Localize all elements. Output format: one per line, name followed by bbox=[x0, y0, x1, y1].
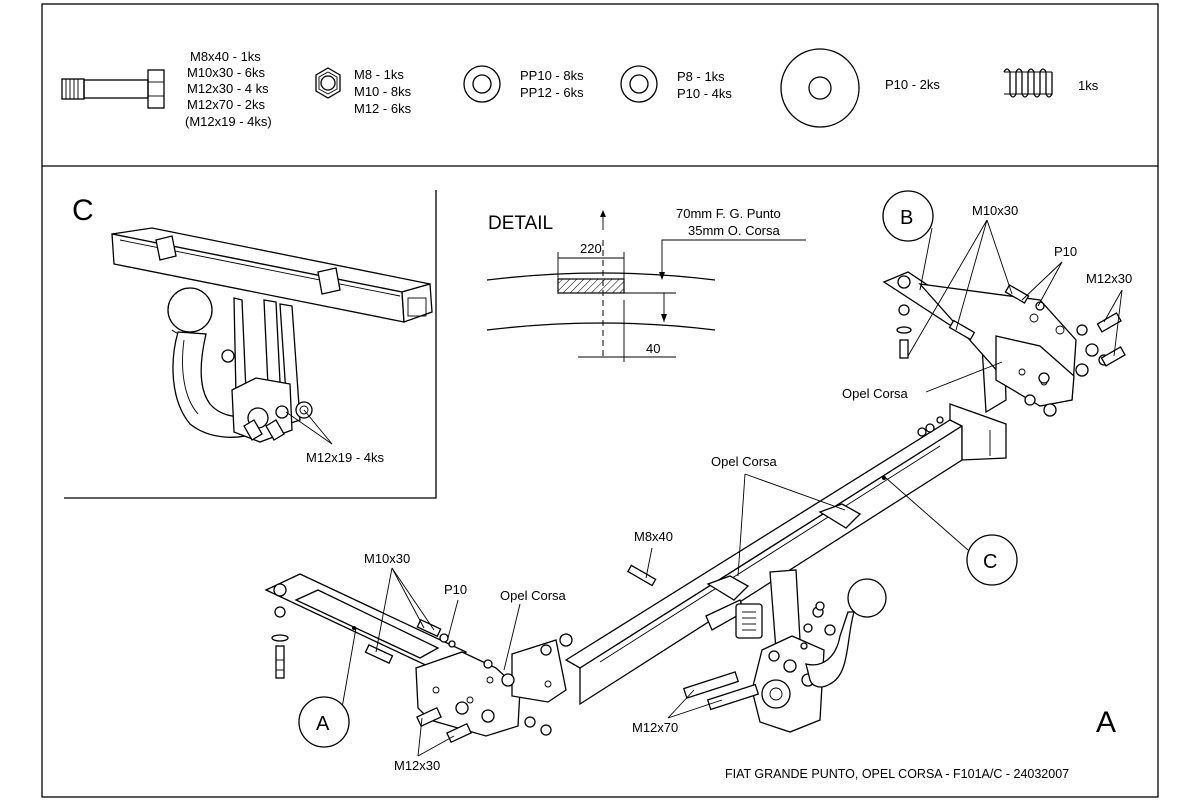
svg-text:M8x40 - 1ks: M8x40 - 1ks bbox=[190, 49, 261, 64]
pp-washer-list-item: PP12 - 6ks bbox=[520, 85, 584, 100]
section-detail: DETAIL 70mm F. G. Punto 35mm O. Corsa 22… bbox=[486, 206, 806, 362]
label-m10x30-a: M10x30 bbox=[364, 551, 410, 566]
m8x40-bolt bbox=[626, 564, 657, 587]
svg-text:M8 - 1ks: M8 - 1ks bbox=[354, 67, 404, 82]
spring-icon bbox=[1003, 68, 1053, 98]
parts-pp-washer: PP10 - 8ks PP12 - 6ks bbox=[463, 65, 584, 103]
label-m12x30-b: M12x30 bbox=[1086, 271, 1132, 286]
svg-text:P8 - 1ks: P8 - 1ks bbox=[677, 69, 725, 84]
bolt-list-item: (M12x19 - 4ks) bbox=[185, 114, 272, 129]
callout-a: A bbox=[298, 696, 350, 748]
svg-text:PP10 - 8ks: PP10 - 8ks bbox=[520, 68, 584, 83]
large-washer-label: P10 - 2ks bbox=[885, 77, 940, 92]
pp-washer-list-item: PP10 - 8ks bbox=[520, 68, 584, 83]
main-crossbar bbox=[564, 403, 1007, 706]
svg-text:M12 - 6ks: M12 - 6ks bbox=[354, 101, 412, 116]
bolt-icon bbox=[61, 69, 165, 109]
detail-c-letter: C bbox=[72, 194, 94, 227]
label-m12x30-a: M12x30 bbox=[394, 758, 440, 773]
bolt-list-item: M8x40 - 1ks bbox=[190, 49, 261, 64]
label-p10-b: P10 bbox=[1054, 244, 1077, 259]
detail-note-line1: 70mm F. G. Punto bbox=[676, 206, 781, 221]
svg-text:M10 - 8ks: M10 - 8ks bbox=[354, 84, 412, 99]
callout-b: B bbox=[882, 190, 934, 242]
arrow-up-icon bbox=[600, 210, 606, 230]
svg-text:(M12x19 - 4ks): (M12x19 - 4ks) bbox=[185, 114, 272, 129]
detail-c-tow-ball bbox=[167, 287, 264, 438]
nut-list-item: M8 - 1ks bbox=[354, 67, 404, 82]
spring-washer-list-item: P10 - 4ks bbox=[677, 86, 732, 101]
parts-large-washer: P10 - 2ks bbox=[780, 48, 940, 128]
detail-c-brackets bbox=[221, 297, 313, 443]
detail-c-panel: C bbox=[64, 190, 437, 499]
label-p10-a: P10 bbox=[444, 582, 467, 597]
svg-text:M12x30 - 4 ks: M12x30 - 4 ks bbox=[187, 81, 269, 96]
nut-list-item: M12 - 6ks bbox=[354, 101, 412, 116]
svg-text:PP12 - 6ks: PP12 - 6ks bbox=[520, 85, 584, 100]
nut-list-item: M10 - 8ks bbox=[354, 84, 412, 99]
bolt-list-item: M12x30 - 4 ks bbox=[187, 81, 269, 96]
spring-label: 1ks bbox=[1078, 78, 1099, 93]
bracket-b-bolts bbox=[917, 284, 1126, 437]
main-assembly bbox=[264, 271, 1126, 744]
label-opel-corsa-mid: Opel Corsa bbox=[711, 454, 778, 469]
corner-view-letter: A bbox=[1096, 706, 1116, 739]
nut-icon bbox=[315, 67, 341, 99]
bolt-list-item: M12x70 - 2ks bbox=[187, 97, 266, 112]
callout-c: C bbox=[966, 534, 1018, 586]
outer-frame bbox=[41, 3, 1159, 798]
spring-washer-list-item: P8 - 1ks bbox=[677, 69, 725, 84]
large-washer-icon bbox=[780, 48, 860, 128]
label-m12x70: M12x70 bbox=[632, 720, 678, 735]
label-m10x30-b: M10x30 bbox=[972, 203, 1018, 218]
svg-text:P10 - 4ks: P10 - 4ks bbox=[677, 86, 732, 101]
flat-washer-icon bbox=[463, 65, 501, 103]
label-m8x40: M8x40 bbox=[634, 529, 673, 544]
svg-text:M10x30 - 6ks: M10x30 - 6ks bbox=[187, 65, 266, 80]
parts-bolt: M8x40 - 1ks M10x30 - 6ks M12x30 - 4 ks M… bbox=[61, 49, 272, 129]
parts-nut: M8 - 1ks M10 - 8ks M12 - 6ks bbox=[315, 67, 412, 116]
label-opel-corsa-b: Opel Corsa bbox=[842, 386, 909, 401]
callout-a-letter: A bbox=[316, 713, 330, 735]
parts-spring: 1ks bbox=[1003, 68, 1099, 98]
detail-c-bolt-label: M12x19 - 4ks bbox=[306, 450, 385, 465]
spring-washer-icon bbox=[620, 65, 658, 103]
tow-hitch-assembly bbox=[626, 564, 887, 733]
label-opel-corsa-a: Opel Corsa bbox=[500, 588, 567, 603]
tow-ball bbox=[805, 578, 887, 688]
bolt-list-item: M10x30 - 6ks bbox=[187, 65, 266, 80]
svg-text:M12x70 - 2ks: M12x70 - 2ks bbox=[187, 97, 266, 112]
leader-lines bbox=[341, 219, 1123, 757]
detail-title: DETAIL bbox=[488, 213, 553, 234]
bracket-b bbox=[882, 271, 1126, 437]
dim-40: 40 bbox=[646, 341, 660, 356]
parts-spring-washer: P8 - 1ks P10 - 4ks bbox=[620, 65, 732, 103]
callout-c-letter: C bbox=[983, 551, 997, 573]
m12x70-bolts bbox=[682, 671, 760, 711]
detail-c-tube bbox=[111, 227, 433, 323]
detail-note-line2: 35mm O. Corsa bbox=[688, 223, 781, 238]
drawing-footer: FIAT GRANDE PUNTO, OPEL CORSA - F101A/C … bbox=[725, 767, 1069, 781]
callout-b-letter: B bbox=[900, 207, 913, 229]
dim-220: 220 bbox=[580, 241, 602, 256]
